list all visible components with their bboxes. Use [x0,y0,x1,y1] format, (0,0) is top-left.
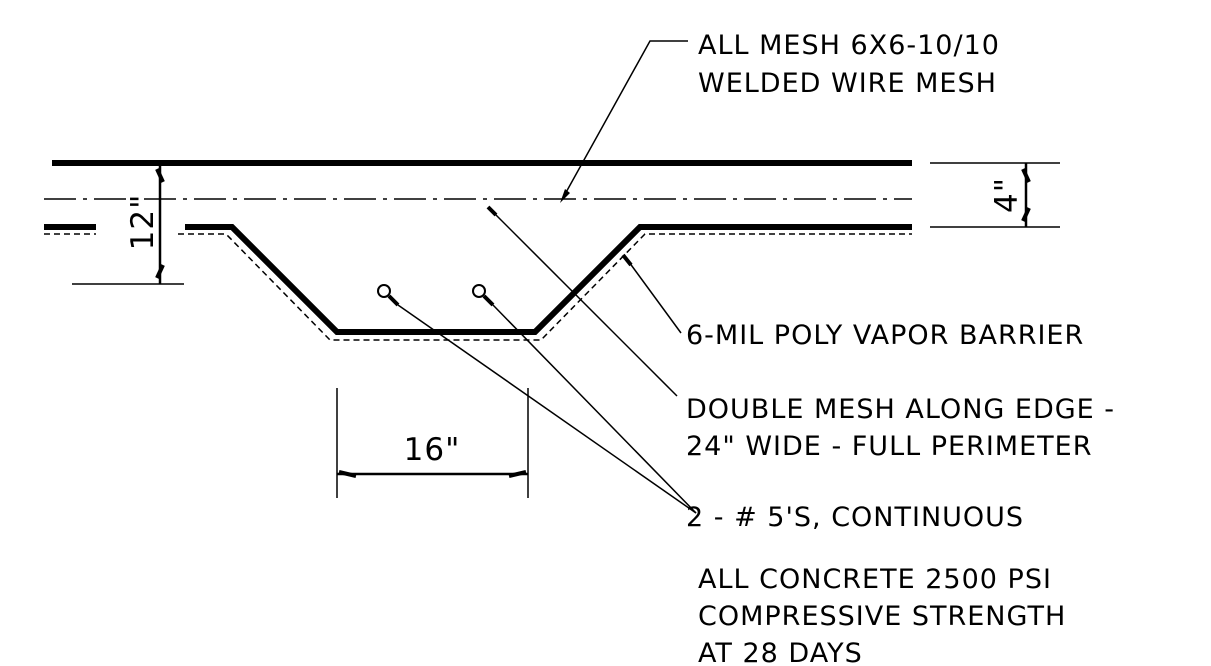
concrete-note-line2: COMPRESSIVE STRENGTH [698,601,1066,632]
rebar-leader-left [397,304,697,514]
double-mesh-note-line1: DOUBLE MESH ALONG EDGE - [686,394,1115,425]
dim-total-depth-lines [72,163,184,285]
mesh-leader-arrow [560,189,570,203]
double-mesh-leader [493,212,678,397]
dim-slab-thickness-lines [930,162,1060,228]
vapor-barrier-leader-tick [621,253,633,267]
mesh-note-line2: WELDED WIRE MESH [698,68,997,99]
concrete-note-line3: AT 28 DAYS [698,638,863,666]
mesh-note-line1: ALL MESH 6X6-10/10 [698,30,1000,61]
footing-bottom-profile [185,224,912,335]
dim-slab-thickness-label: 4" [989,177,1025,213]
vapor-barrier-line [178,233,912,341]
rebar-left [377,284,400,307]
mesh-leader [563,40,688,197]
double-mesh-note-line2: 24" WIDE - FULL PERIMETER [686,431,1092,462]
vapor-barrier-note: 6-MIL POLY VAPOR BARRIER [686,320,1084,351]
vapor-barrier-leader [628,261,682,334]
dim-footing-width-lines [336,388,529,498]
dim-footing-width-label: 16" [404,432,461,468]
double-mesh-leader-tick [486,205,498,217]
rebar-right [472,284,495,307]
rebar-leader-right [492,304,697,514]
concrete-note-line1: ALL CONCRETE 2500 PSI [698,564,1052,595]
rebar-note: 2 - # 5'S, CONTINUOUS [686,502,1024,533]
dim-total-depth-label: 12" [125,194,161,251]
